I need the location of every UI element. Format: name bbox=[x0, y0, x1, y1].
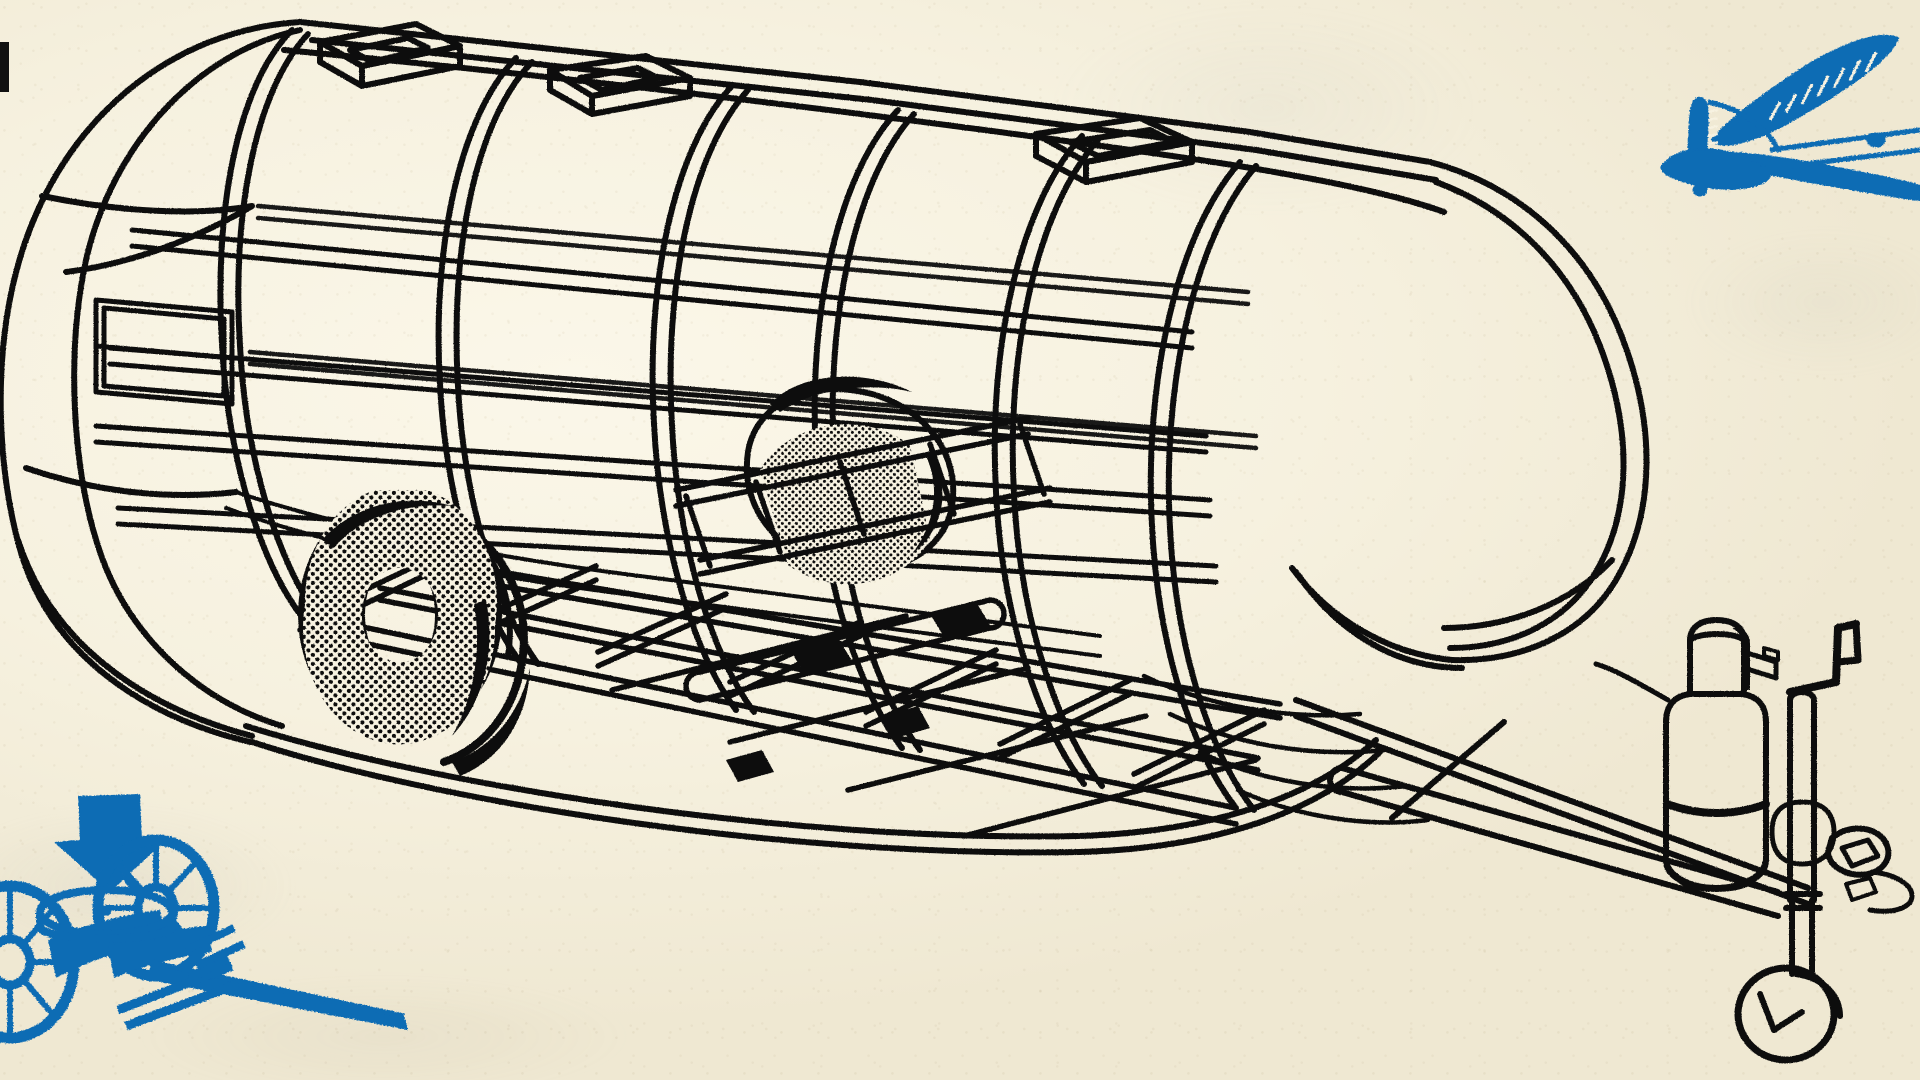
rear-window-frame bbox=[93, 297, 235, 407]
trailer-cutaway-drawing bbox=[0, 19, 1915, 1064]
draw-bar bbox=[1293, 697, 1811, 919]
floor-panel-edges bbox=[224, 490, 1102, 658]
spring-hanger-group bbox=[726, 602, 992, 782]
hitch-coupler bbox=[1825, 825, 1915, 914]
caster-wheel bbox=[1734, 964, 1843, 1064]
roof-vent-group bbox=[317, 21, 1195, 185]
spare-tire-rack bbox=[673, 415, 1053, 577]
spare-tire-shadow bbox=[770, 376, 943, 554]
road-wheel-shading bbox=[322, 500, 530, 776]
propane-tank-shadow bbox=[1732, 628, 1750, 690]
wagon-chassis-illustration bbox=[0, 834, 408, 1044]
down-arrow-illustration bbox=[54, 794, 168, 892]
interior-stringer-group bbox=[247, 203, 1259, 451]
roof-vent-rear bbox=[317, 21, 463, 89]
body-shell bbox=[0, 19, 1650, 856]
roof-vent-mid bbox=[547, 53, 693, 117]
roof-vent-front bbox=[1033, 115, 1195, 185]
airplane-illustration bbox=[1660, 34, 1920, 202]
jack-crank-handle bbox=[1786, 620, 1862, 696]
marginal-page-mark bbox=[0, 42, 9, 92]
tongue-jack bbox=[1734, 620, 1862, 1064]
